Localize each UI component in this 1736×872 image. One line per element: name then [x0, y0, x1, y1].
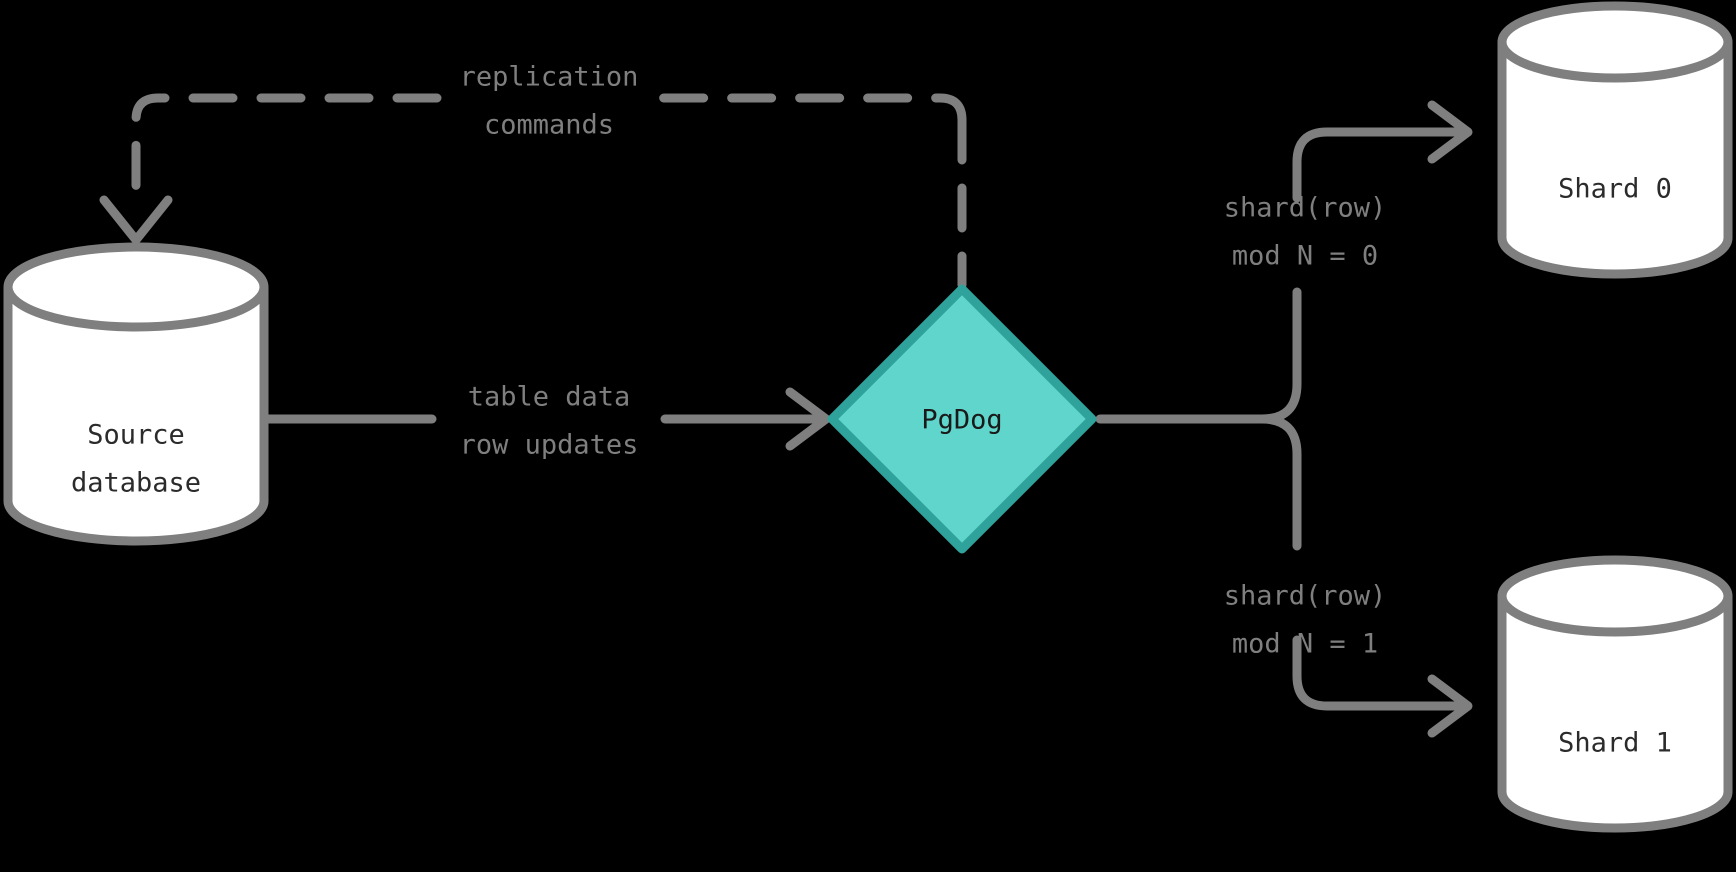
replication-dashed-right-run	[657, 93, 967, 125]
node-pgdog[interactable]: PgDog	[827, 284, 1097, 554]
node-shard-0[interactable]: Shard 0	[1497, 1, 1733, 279]
edge-label-table-data: table data row updates	[460, 382, 639, 461]
to-shard0-label-line2: mod N = 0	[1232, 241, 1378, 272]
edge-replication-commands	[99, 93, 967, 290]
replication-label-line2: commands	[484, 110, 614, 141]
shard-1-cylinder-top	[1497, 555, 1733, 637]
fanout-branch-upper-to-shard0	[1292, 127, 1467, 203]
shard-1-cylinder-body	[1497, 596, 1733, 833]
edge-table-data	[263, 387, 831, 451]
node-source-database[interactable]: Source database	[3, 242, 269, 546]
replication-dashed-left-run	[131, 93, 442, 207]
edge-fanout	[1095, 100, 1473, 738]
replication-label-line1: replication	[460, 62, 639, 93]
to-shard1-label-line2: mod N = 1	[1232, 629, 1378, 660]
fanout-branch-lower	[1257, 414, 1302, 551]
source-database-cylinder-top	[3, 242, 269, 332]
node-shard-1[interactable]: Shard 1	[1497, 555, 1733, 833]
table-data-label-line1: table data	[468, 382, 631, 413]
source-database-label-line1: Source	[87, 420, 185, 451]
table-data-label-line2: row updates	[460, 430, 639, 461]
shard-0-cylinder-body	[1497, 42, 1733, 279]
source-database-label-line2: database	[71, 468, 201, 499]
edge-label-to-shard0: shard(row) mod N = 0	[1224, 193, 1387, 272]
pgdog-diamond-shape	[827, 284, 1097, 554]
shard1-arrowhead-icon	[1427, 674, 1473, 738]
shard-0-cylinder-top	[1497, 1, 1733, 83]
source-database-cylinder-body	[3, 287, 269, 546]
fanout-branch-lower-to-shard1	[1292, 635, 1467, 711]
pgdog-label: PgDog	[921, 405, 1002, 436]
table-data-arrowhead-icon	[785, 387, 831, 451]
replication-arrowhead-icon	[99, 195, 173, 245]
shard-1-label: Shard 1	[1558, 728, 1672, 759]
to-shard1-label-line1: shard(row)	[1224, 581, 1387, 612]
edge-label-replication: replication commands	[460, 62, 639, 141]
fanout-branch-upper	[1257, 287, 1302, 424]
to-shard0-label-line1: shard(row)	[1224, 193, 1387, 224]
edge-label-to-shard1: shard(row) mod N = 1	[1224, 581, 1387, 660]
shard0-arrowhead-icon	[1427, 100, 1473, 164]
shard-0-label: Shard 0	[1558, 174, 1672, 205]
